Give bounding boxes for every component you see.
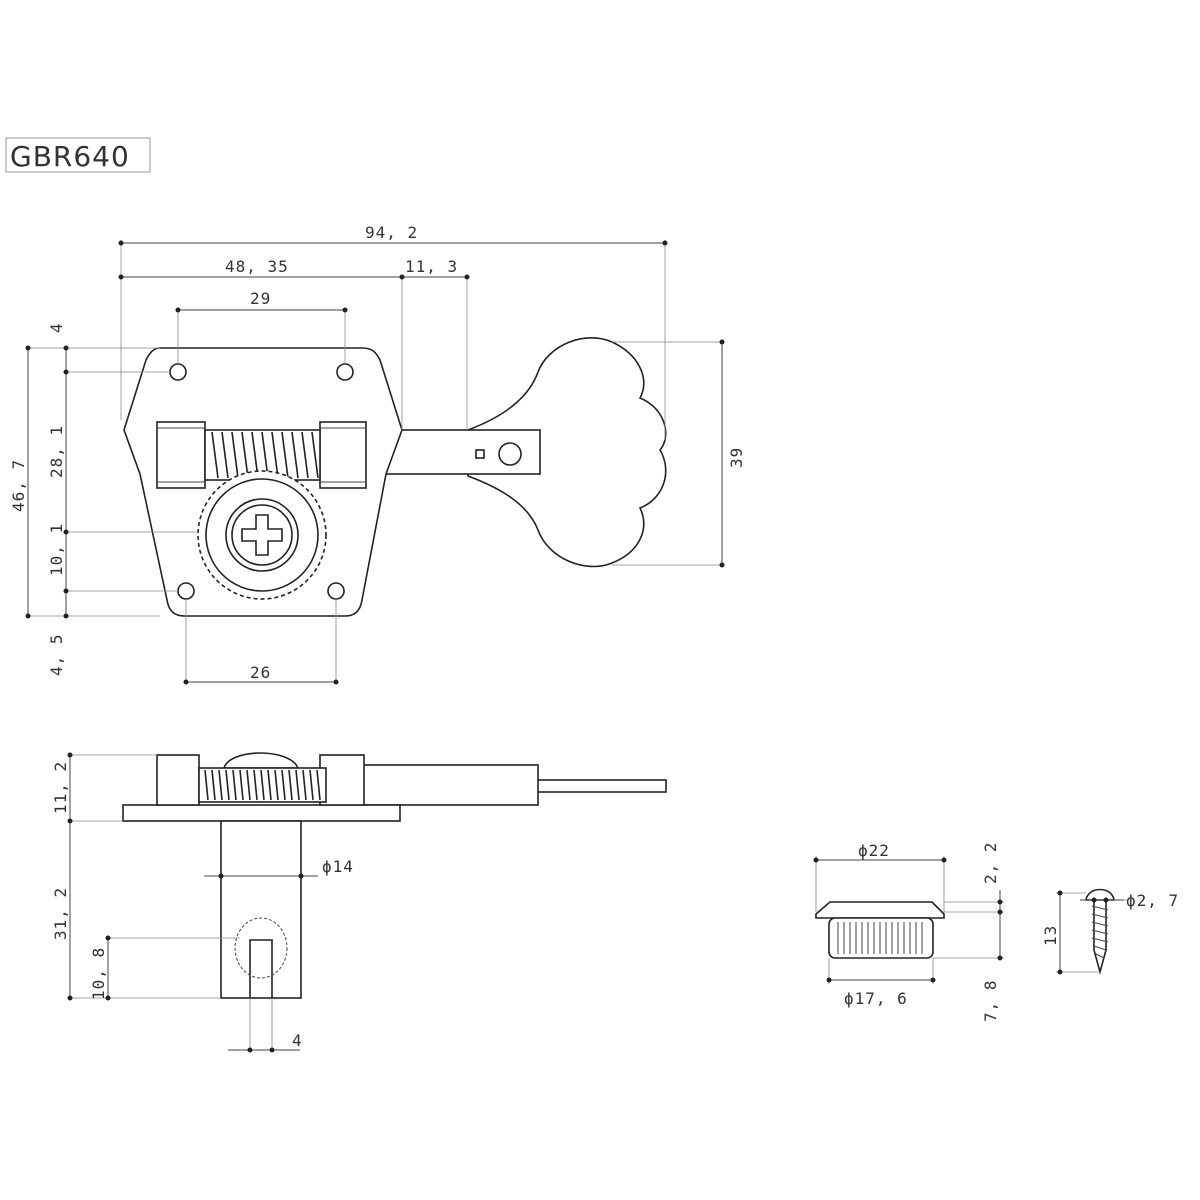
title-box: GBR640 [5, 137, 151, 173]
tuner-key-outline [467, 337, 667, 568]
dim-bushing-flange: 2, 2 [981, 841, 1000, 884]
extension-lines-top [28, 240, 724, 684]
screw-head [1085, 888, 1115, 901]
dim-top-holes: 29 [250, 289, 271, 308]
side-base-plate [122, 804, 401, 822]
bushing-view: ϕ22 ϕ17, 6 2, 2 7, 8 [813, 841, 1004, 1022]
dim-side-top-height: 11, 2 [51, 761, 70, 814]
gear [197, 470, 327, 600]
dim-bottom-holes: 26 [250, 663, 271, 682]
side-shaft [361, 764, 539, 806]
worm-housing-left [156, 421, 206, 489]
dim-bushing-dia: ϕ22 [858, 841, 890, 860]
dimension-lines-top-horizontal [118, 240, 668, 685]
dimension-lines-screw [1057, 890, 1124, 975]
dimension-lines-bushing [813, 857, 1003, 983]
worm-housing-right [319, 421, 367, 489]
screw-view: 13 ϕ2, 7 [1041, 888, 1179, 976]
side-housing-right [319, 754, 365, 806]
dim-post-diameter: ϕ14 [322, 857, 354, 876]
extension-lines-side [70, 754, 273, 1052]
shaft-hole-square [475, 449, 485, 459]
dim-post-to-key: 11, 3 [405, 257, 458, 276]
dim-top-margin: 4 [47, 322, 66, 333]
dim-key-height: 39 [727, 447, 746, 468]
dim-bottom-margin: 4, 5 [47, 633, 66, 676]
dim-overall-length: 94, 2 [365, 223, 418, 242]
post-slot [249, 939, 273, 998]
dim-screw-length: 13 [1041, 925, 1060, 946]
post-string-hole [234, 917, 288, 979]
side-view: 11, 2 31, 2 10, 8 ϕ14 4 [51, 752, 667, 1053]
model-title: GBR640 [10, 140, 130, 173]
dim-gear-offset: 10, 1 [47, 523, 66, 576]
dim-slot-depth: 10, 8 [89, 947, 108, 1000]
dim-slot-width: 4 [292, 1031, 303, 1050]
phillips-screw-icon [241, 514, 283, 556]
dim-screw-dia: ϕ2, 7 [1126, 891, 1179, 910]
string-post [220, 820, 302, 999]
dim-plate-to-post: 48, 35 [225, 257, 289, 276]
screw-body [1093, 900, 1107, 976]
dim-bushing-height: 7, 8 [981, 979, 1000, 1022]
dimension-lines-side [67, 752, 318, 1053]
side-housing-left [156, 754, 200, 806]
side-gear-cap [222, 752, 300, 769]
dimension-lines-top-vertical [25, 339, 725, 619]
dim-post-length: 31, 2 [51, 887, 70, 940]
shaft-hole-round [498, 442, 522, 466]
bushing-flange [815, 901, 945, 919]
dim-bushing-inner: ϕ17, 6 [844, 989, 908, 1008]
top-view: 94, 2 48, 35 11, 3 29 26 4 46, 7 28, 1 1… [9, 223, 746, 685]
dim-upper-section: 28, 1 [47, 425, 66, 478]
extension-lines-screw [1056, 892, 1128, 973]
bushing-knurl [828, 917, 934, 959]
dim-plate-height: 46, 7 [9, 459, 28, 512]
